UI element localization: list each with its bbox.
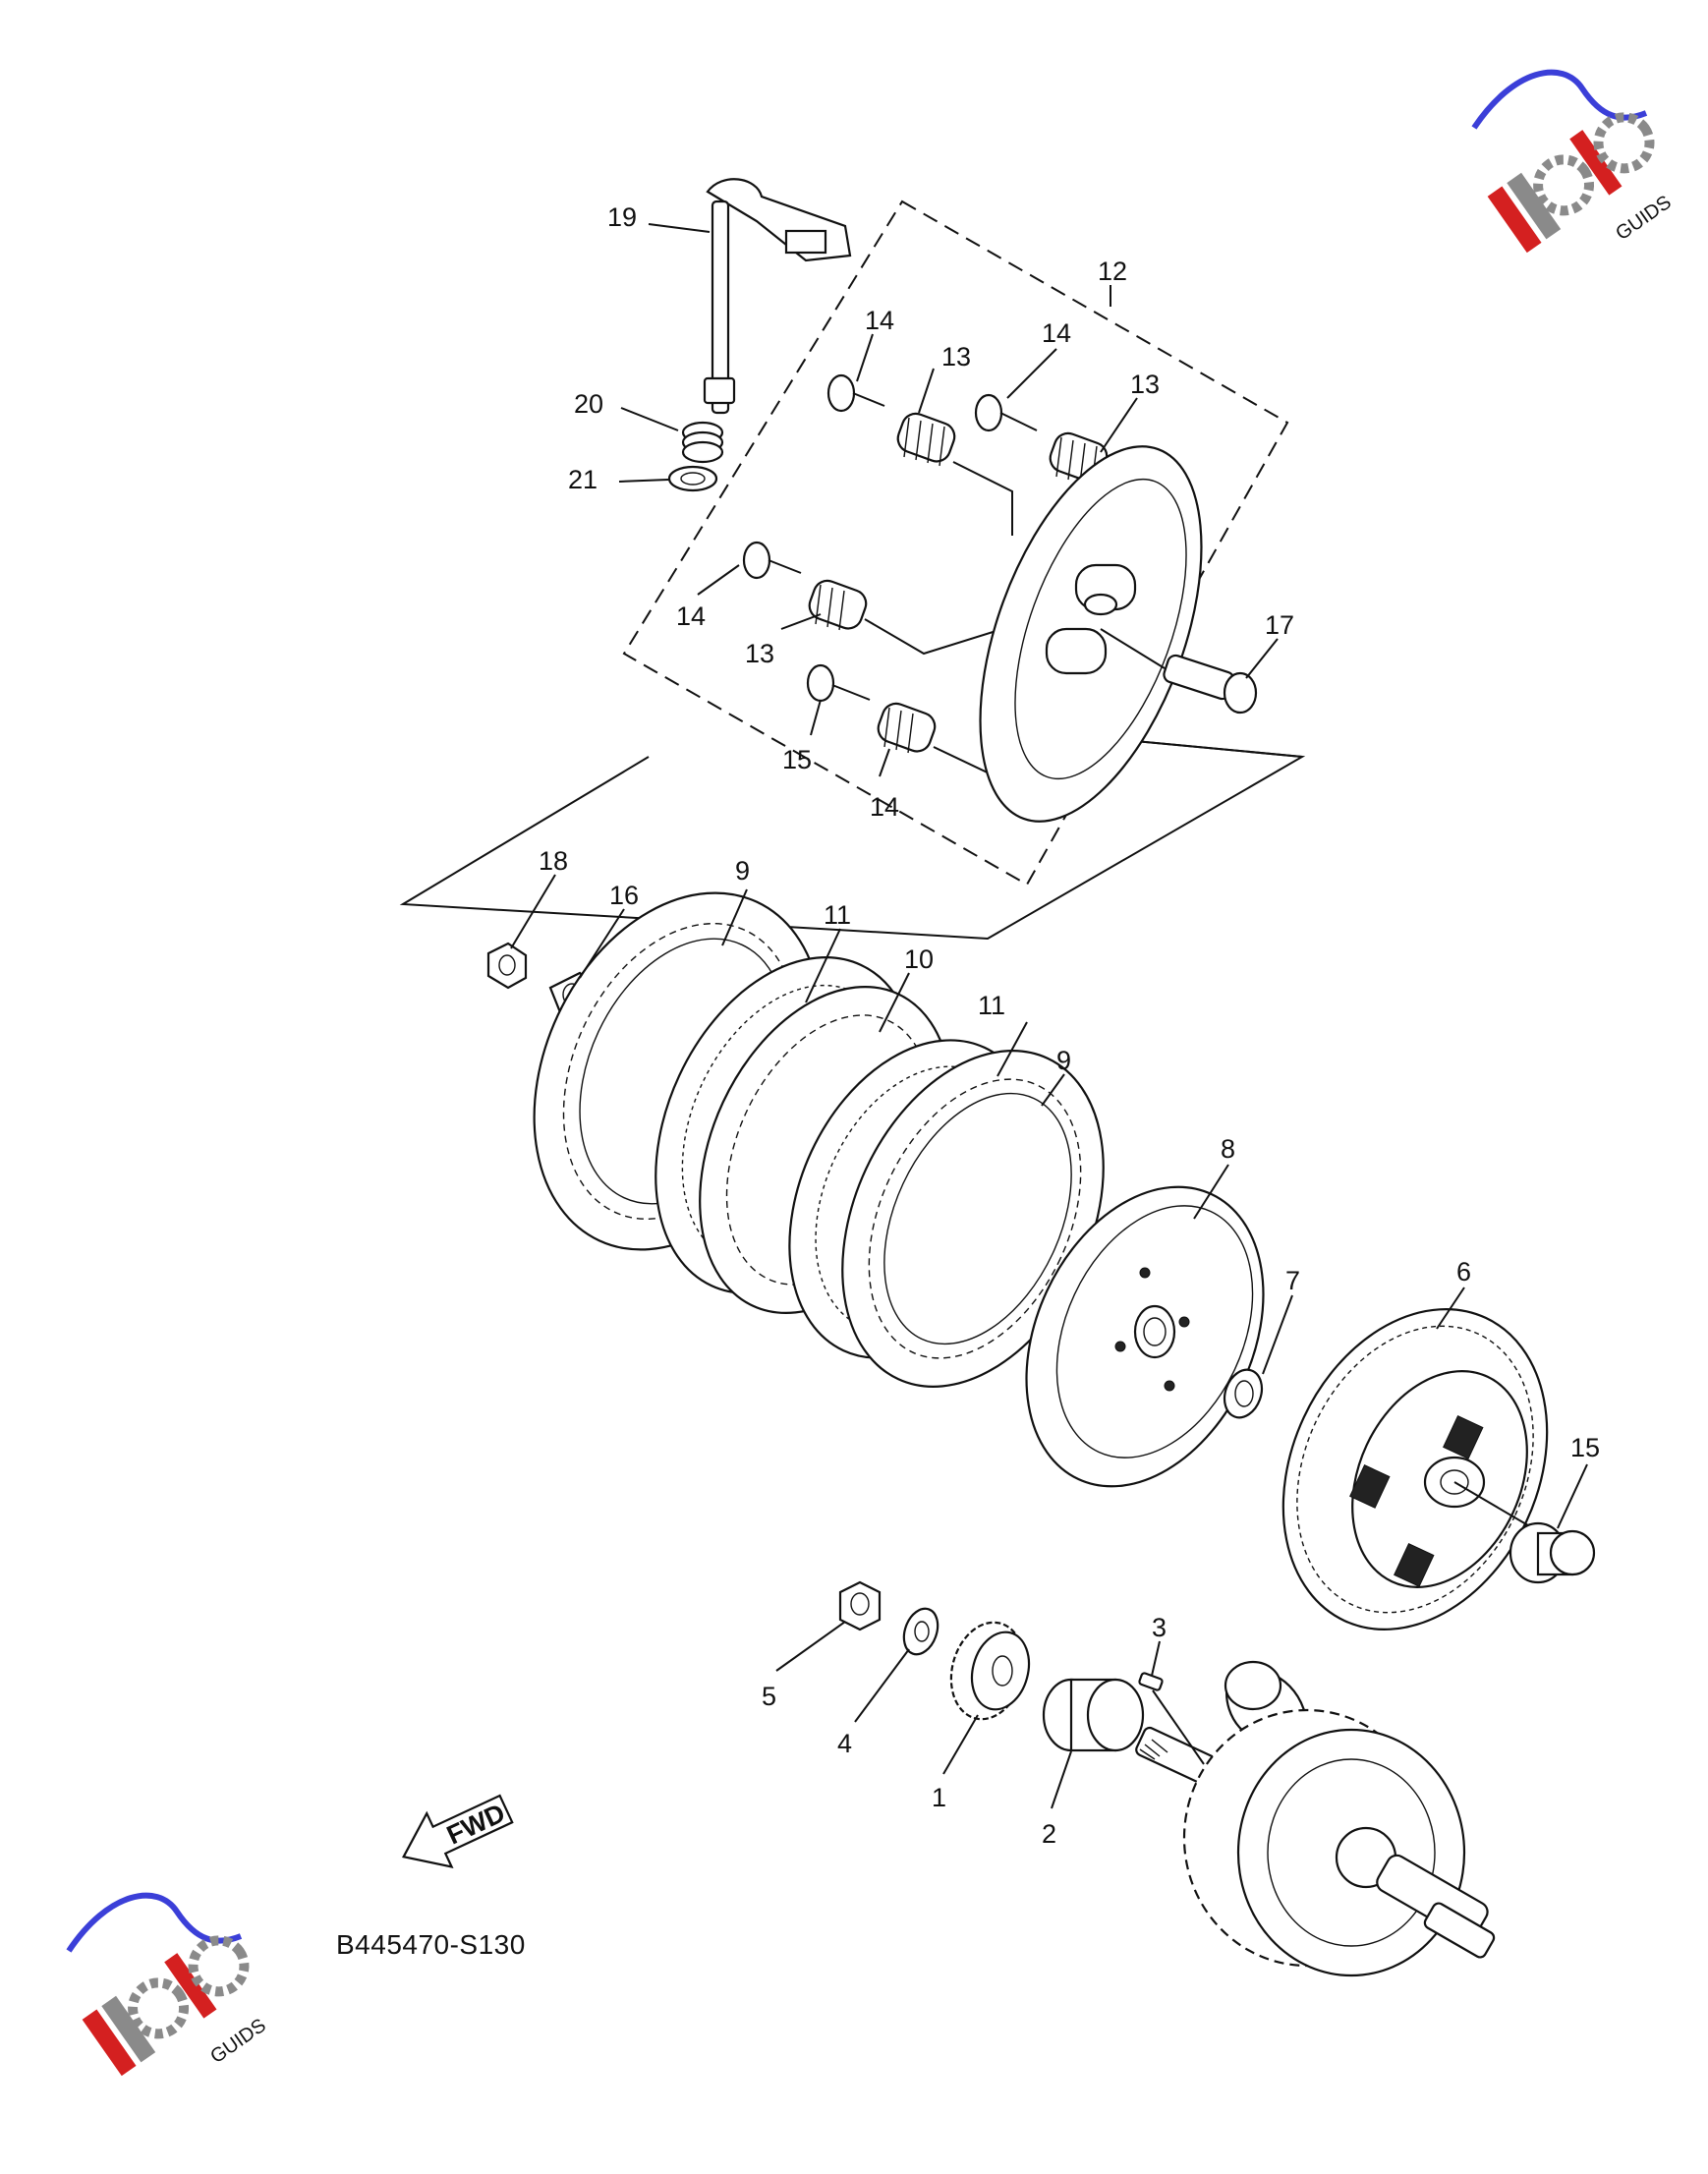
clutch-boss	[1025, 1185, 1265, 1488]
callout-12: 12	[1098, 257, 1127, 286]
bolt-2	[974, 393, 1038, 432]
callout-3: 3	[1152, 1613, 1167, 1642]
callout-21: 21	[568, 465, 598, 494]
watermark-logo-top-right: GUIDS	[1471, 69, 1676, 254]
watermark-text: GUIDS	[1612, 192, 1676, 245]
callout-13-c: 13	[745, 639, 774, 668]
primary-drive-gear	[949, 1621, 1031, 1721]
pressure-plate	[979, 445, 1203, 823]
oil-seal	[667, 465, 718, 492]
callout-20: 20	[574, 389, 603, 419]
svg-text:GUIDS: GUIDS	[206, 2015, 270, 2068]
thrust-washer	[1223, 1368, 1264, 1419]
callout-13-a: 13	[941, 342, 971, 372]
callout-14-d: 15	[782, 745, 812, 774]
callout-5: 5	[762, 1682, 776, 1711]
primary-drive-collar	[1509, 1521, 1596, 1584]
callout-13-d: 14	[870, 792, 899, 822]
callout-4: 4	[837, 1729, 852, 1758]
callout-15: 15	[1570, 1433, 1600, 1462]
pressure-plate-group-box	[622, 200, 1289, 887]
callout-7: 7	[1285, 1266, 1300, 1295]
callout-2: 2	[1042, 1819, 1056, 1849]
callout-11-a: 11	[824, 900, 851, 930]
push-plate	[1163, 654, 1258, 715]
callout-1: 1	[932, 1783, 946, 1812]
callout-numbers: 19 20 21 12 14 13 14 13 14 13 15 14 17 1…	[539, 202, 1600, 1849]
diagram-code: B445470-S130	[336, 1929, 526, 1960]
callout-14-b: 14	[1042, 318, 1071, 348]
callout-10: 10	[904, 944, 934, 974]
clutch-spring-4	[877, 702, 937, 754]
callout-16: 17	[1265, 610, 1294, 640]
callout-9-b: 9	[1056, 1046, 1071, 1075]
crankshaft	[1135, 1660, 1496, 1977]
clutch-pack-envelope	[399, 731, 1306, 941]
fwd-arrow-icon: FWD	[402, 1794, 514, 1869]
locknut	[486, 942, 528, 990]
callout-19: 19	[607, 202, 637, 232]
callout-11-b: 11	[978, 991, 1005, 1020]
bolt-1	[826, 373, 885, 413]
spacer	[1042, 1678, 1145, 1752]
straight-key	[1138, 1672, 1164, 1691]
callout-9-a: 9	[735, 856, 750, 886]
gear-washer	[902, 1607, 939, 1656]
push-lever-shaft	[703, 178, 852, 415]
callout-18: 18	[539, 846, 568, 876]
callout-13-b: 13	[1130, 370, 1160, 399]
bolt-4	[806, 663, 871, 703]
primary-drive-nut	[838, 1580, 882, 1631]
callout-8: 8	[1221, 1134, 1235, 1164]
bolt-3	[742, 541, 802, 580]
watermark-logo-bottom-left: GUIDS	[66, 1892, 270, 2077]
callout-6: 6	[1456, 1257, 1471, 1287]
callout-14-a: 14	[865, 306, 894, 335]
clutch-spring-3	[808, 579, 868, 631]
clutch-housing	[1281, 1308, 1549, 1630]
callout-14-c: 14	[676, 601, 706, 631]
callout-17: 16	[609, 881, 639, 910]
lever-spring	[681, 421, 724, 464]
clutch-spring-1	[896, 412, 956, 467]
leader-lines	[510, 223, 1588, 1809]
